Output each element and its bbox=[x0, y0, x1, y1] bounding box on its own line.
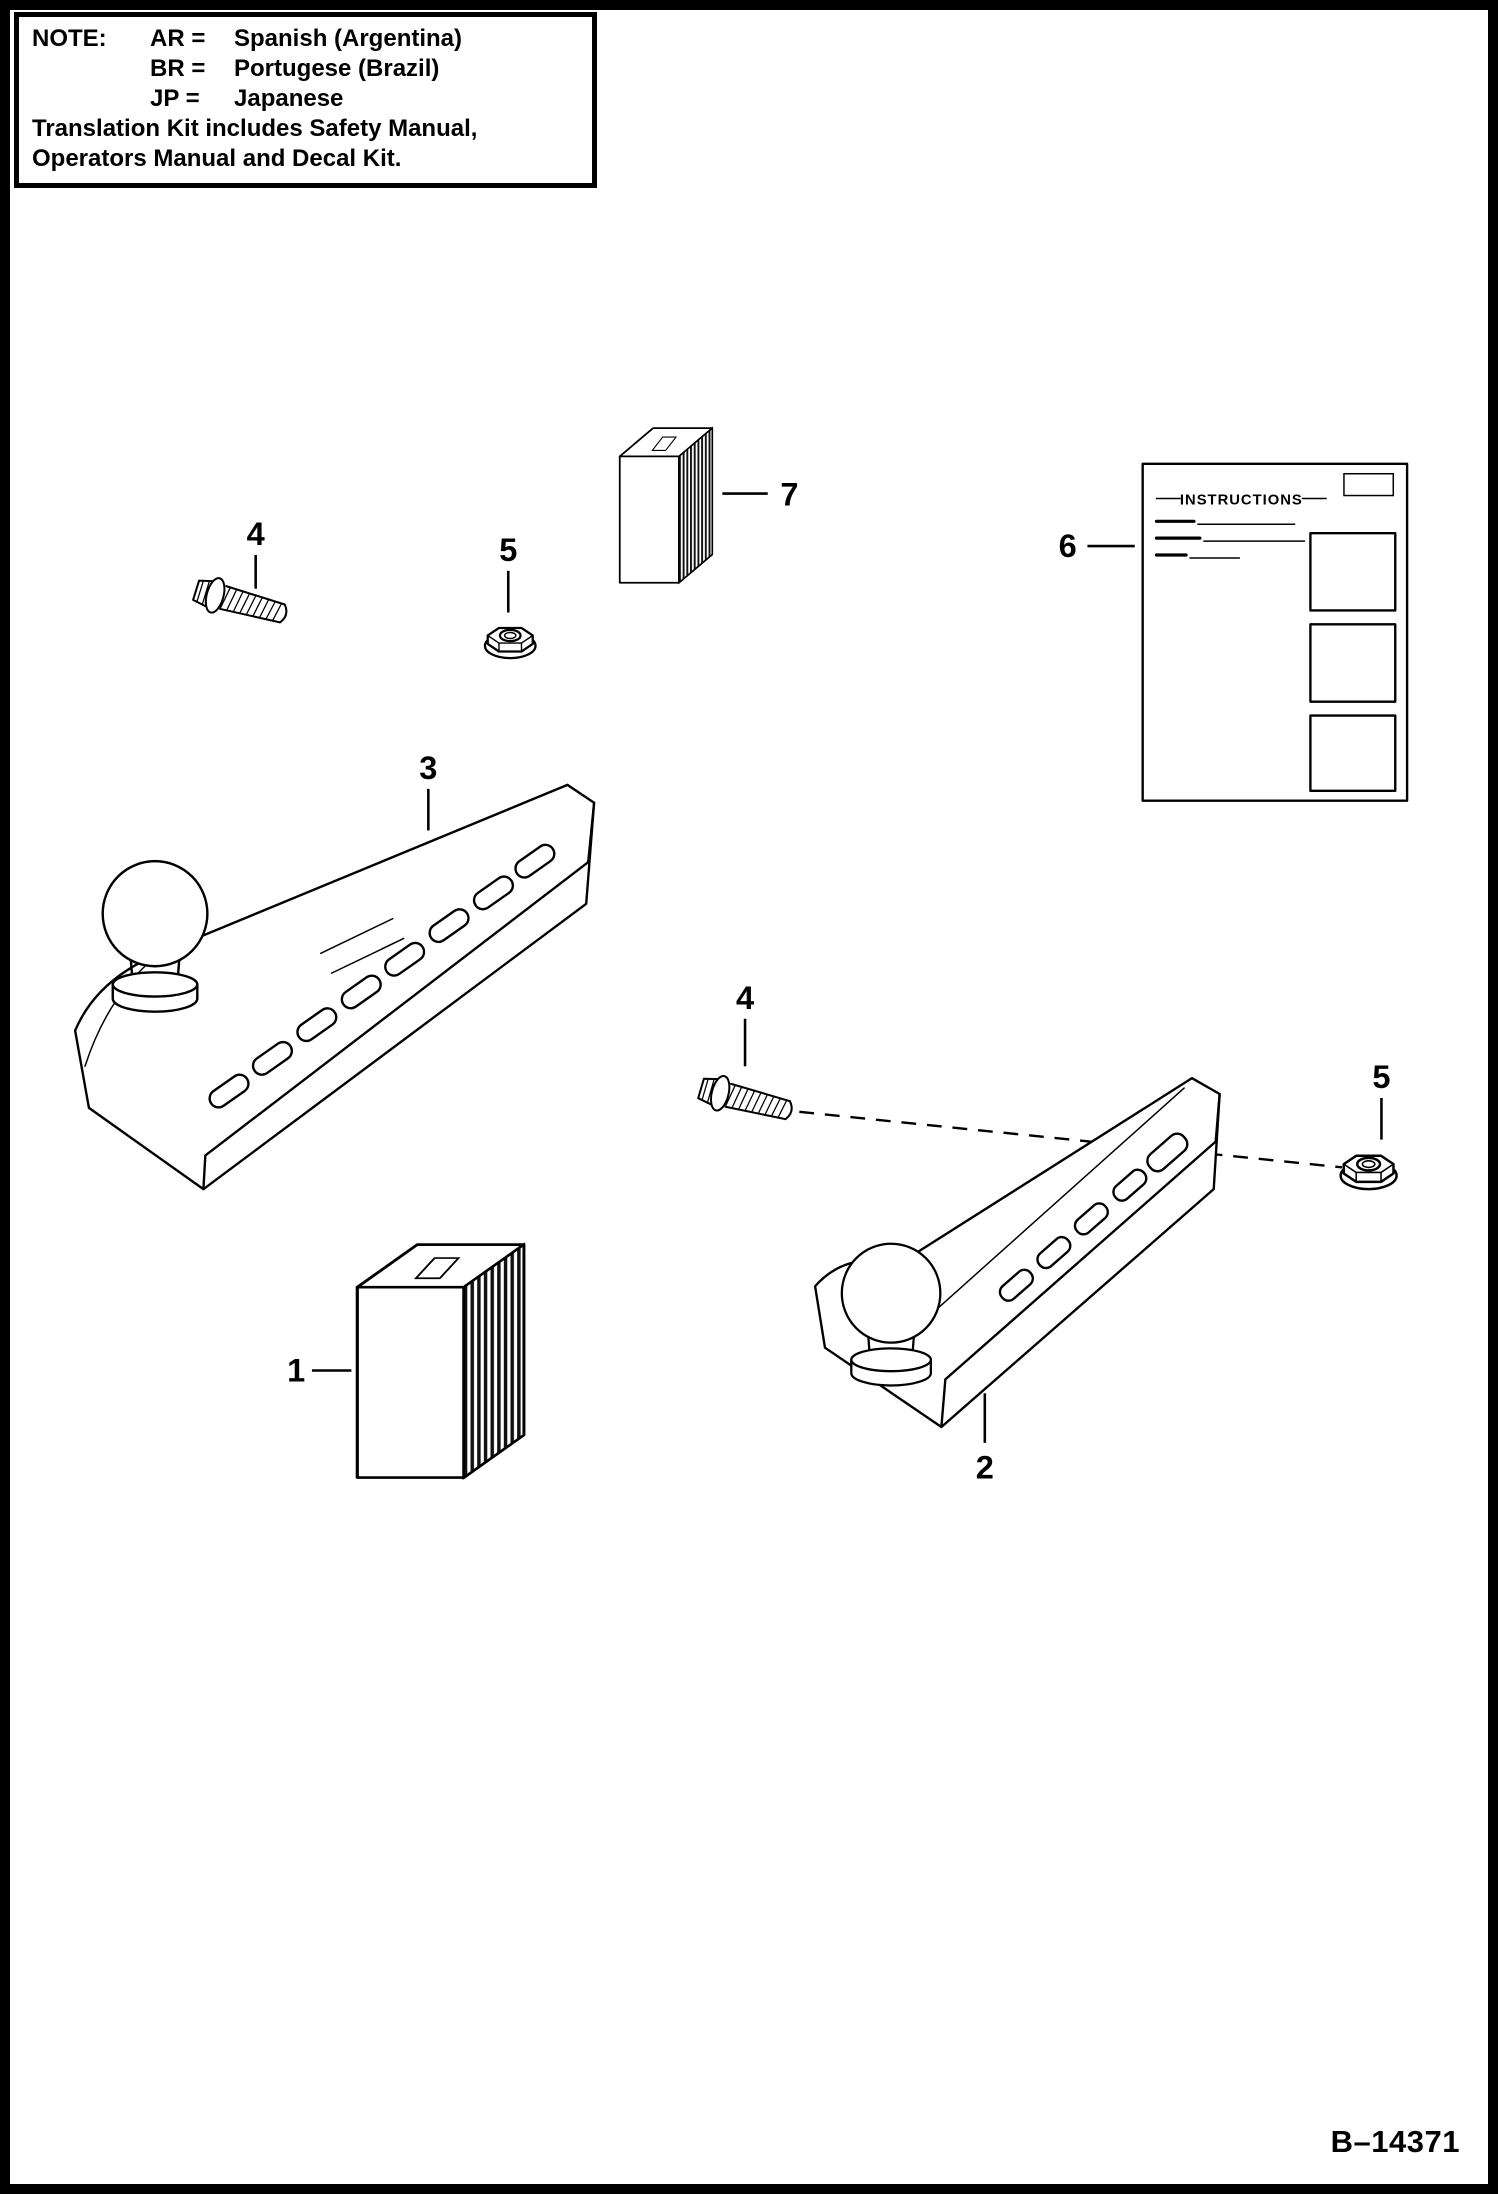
callout-5-label: 5 bbox=[499, 531, 517, 568]
callout-5-label: 5 bbox=[1372, 1058, 1390, 1095]
callout-6: 6 bbox=[1059, 527, 1135, 564]
note-row: NOTE: AR = Spanish (Argentina) bbox=[32, 24, 584, 54]
note-abbr-ar: AR = bbox=[150, 25, 206, 52]
callout-3-label: 3 bbox=[419, 749, 437, 786]
sheet-panel-3 bbox=[1309, 714, 1397, 793]
callout-4-lower: 4 bbox=[736, 979, 754, 1067]
callout-2-label: 2 bbox=[976, 1448, 994, 1485]
note-row: BR = Portugese (Brazil) bbox=[32, 54, 584, 84]
callout-5-lower: 5 bbox=[1372, 1058, 1390, 1140]
hitch-ball bbox=[101, 859, 209, 1013]
note-row: JP = Japanese bbox=[32, 84, 584, 114]
part-7-kit-box bbox=[618, 427, 714, 584]
note-line-1: Translation Kit includes Safety Manual, bbox=[32, 115, 478, 142]
callout-4-label: 4 bbox=[736, 979, 754, 1016]
note-abbr-br: BR = bbox=[150, 55, 206, 82]
drawbar-slots bbox=[998, 1132, 1189, 1302]
sheet-corner-box bbox=[1343, 472, 1395, 497]
instruction-sheet-title: INSTRUCTIONS bbox=[1180, 492, 1303, 508]
part-6-instruction-sheet: INSTRUCTIONS bbox=[1141, 462, 1409, 802]
drawing-number: B–14371 bbox=[1330, 2124, 1460, 2159]
drawbar-slots bbox=[208, 843, 556, 1109]
part-4-bolt-upper bbox=[190, 572, 292, 633]
part-1-kit-box bbox=[355, 1243, 526, 1480]
note-line-2: Operators Manual and Decal Kit. bbox=[32, 145, 402, 172]
callout-7-label: 7 bbox=[780, 475, 798, 512]
sheet-panel-1 bbox=[1309, 531, 1397, 612]
sheet-panel-2 bbox=[1309, 623, 1397, 703]
callout-1-label: 1 bbox=[287, 1351, 305, 1388]
part-5-nut-upper bbox=[483, 626, 537, 660]
callout-2: 2 bbox=[976, 1393, 994, 1486]
callout-7: 7 bbox=[722, 475, 799, 512]
note-title: NOTE: bbox=[32, 25, 107, 52]
assembly-dashed-line bbox=[799, 1110, 1343, 1169]
callout-1: 1 bbox=[287, 1351, 352, 1388]
part-3-hitch-drawbar bbox=[73, 783, 596, 1191]
callout-5-upper: 5 bbox=[499, 531, 517, 613]
part-4-bolt-lower bbox=[695, 1070, 797, 1130]
callout-4-upper: 4 bbox=[247, 515, 265, 589]
hitch-ball bbox=[840, 1242, 942, 1387]
part-2-hitch-drawbar bbox=[813, 1076, 1221, 1429]
part-5-nut-lower bbox=[1339, 1154, 1398, 1191]
note-language-ar: Spanish (Argentina) bbox=[234, 25, 463, 52]
parts-diagram: INSTRUCTIONS bbox=[73, 427, 1409, 1486]
callout-4-label: 4 bbox=[247, 515, 265, 552]
note-language-jp: Japanese bbox=[234, 85, 344, 112]
note-language-br: Portugese (Brazil) bbox=[234, 55, 440, 82]
note-abbr-jp: JP = bbox=[150, 85, 200, 112]
callout-3: 3 bbox=[419, 749, 437, 831]
note-box: NOTE: AR = Spanish (Argentina) BR = Port… bbox=[14, 12, 597, 188]
callout-6-label: 6 bbox=[1059, 527, 1077, 564]
